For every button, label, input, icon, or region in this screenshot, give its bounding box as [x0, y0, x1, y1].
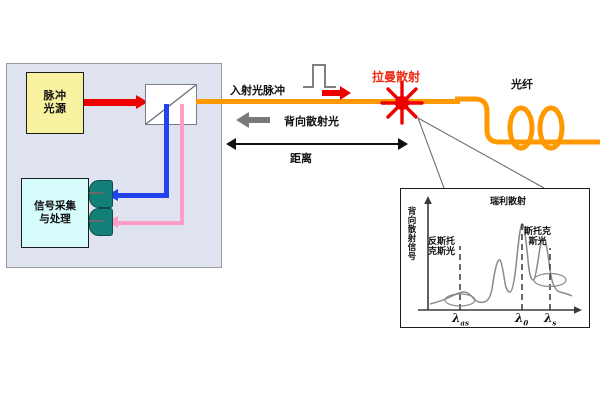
stokes-label: 斯托克 斯光 [524, 227, 552, 248]
tick-label-rayleigh: λ0 [515, 311, 528, 327]
pulse-light-source-box: 脉冲 光源 [26, 72, 84, 134]
stokes-label-line2: 斯光 [528, 236, 547, 247]
detector-lead-upper [89, 192, 103, 194]
signal-processing-box: 信号采集 与处理 [21, 178, 89, 248]
spectrum-inset-panel [400, 188, 590, 328]
tick-label-stokes: λs [544, 311, 556, 327]
tick-label-anti-stokes: λas [452, 311, 469, 327]
fiber-main-line [196, 99, 460, 104]
stokes-return-vertical [180, 104, 184, 225]
backscatter-arrow-shaft [248, 117, 270, 123]
fiber-coil [455, 96, 600, 151]
rayleigh-peak-label: 瑞利散射 [490, 197, 527, 208]
dsp-label-line1: 信号采集 [34, 200, 76, 213]
distance-arrow-head-right [398, 138, 408, 150]
anti-stokes-label-line2: 克斯光 [428, 246, 456, 257]
fiber-label: 光纤 [511, 78, 533, 91]
raman-scattering-star-icon [380, 81, 424, 125]
dsp-label-line2: 与处理 [39, 213, 71, 225]
pulse-waveform-icon [303, 64, 336, 88]
pump-beam-line [84, 99, 138, 106]
backscatter-arrow-head [236, 112, 249, 128]
distance-arrow-head-left [226, 138, 236, 150]
rayleigh-label-text: 瑞利散射 [490, 197, 527, 207]
pulse-source-label-line2: 光源 [43, 102, 67, 115]
callout-leader-lines [417, 117, 545, 189]
spectrum-y-axis-label: 背向散射信号 [407, 207, 417, 262]
distance-label: 距离 [290, 152, 312, 165]
beam-splitter-diagonal-icon [145, 84, 197, 125]
detector-lead-lower [89, 220, 103, 222]
incident-pulse-label: 入射光脉冲 [230, 84, 285, 97]
raman-scattering-label: 拉曼散射 [372, 70, 421, 84]
backscatter-label: 背向散射光 [284, 115, 339, 128]
photodetector-stokes [89, 208, 113, 236]
tick-base-s: λ [544, 311, 553, 325]
anti-stokes-label: 反斯托 克斯光 [428, 237, 456, 258]
photodetector-anti-stokes [89, 180, 113, 208]
anti-stokes-return-vertical [164, 104, 169, 198]
incident-direction-arrow-head [340, 86, 351, 100]
tick-sub-s: s [552, 318, 557, 328]
incident-direction-arrow-shaft [322, 90, 342, 96]
distance-arrow-shaft [235, 143, 400, 145]
spectrum-axes [418, 196, 582, 314]
pulse-source-label-line1: 脉冲 [43, 89, 67, 103]
anti-stokes-label-line1: 反斯托 [428, 237, 456, 247]
tick-sub-0: 0 [523, 318, 529, 328]
tick-base-0: λ [515, 311, 524, 325]
tick-base-as: λ [452, 311, 461, 325]
stokes-label-line1: 斯托克 [524, 227, 552, 237]
tick-sub-as: as [460, 318, 469, 328]
stokes-return-horizontal [117, 221, 184, 225]
anti-stokes-return-horizontal [117, 193, 169, 198]
